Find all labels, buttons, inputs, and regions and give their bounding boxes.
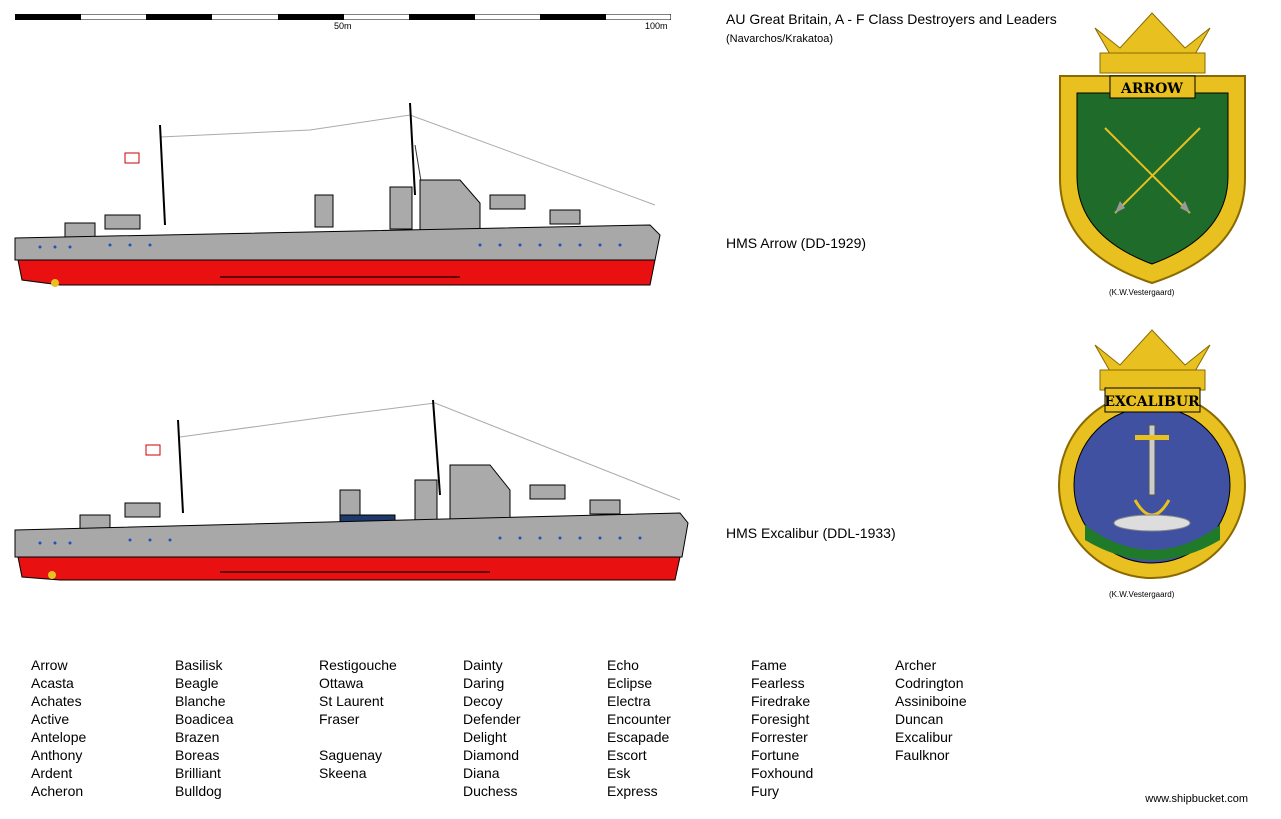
- name-cell: Forrester: [751, 729, 808, 745]
- name-cell: Codrington: [895, 675, 964, 691]
- name-cell: Eclipse: [607, 675, 653, 691]
- name-cell: Fraser: [319, 711, 360, 727]
- ship-profile-excalibur: [14, 399, 689, 581]
- crest-arrow-banner: ARROW: [1120, 81, 1183, 97]
- scale-bar: [15, 14, 671, 20]
- names-column-b: Basilisk Beagle Blanche Boadicea Brazen …: [175, 656, 315, 800]
- name-cell: Foxhound: [751, 765, 814, 781]
- scale-label-50m: 50m: [334, 21, 352, 31]
- name-cell: [895, 782, 1035, 800]
- name-cell: Electra: [607, 693, 651, 709]
- name-cell: Active: [31, 711, 70, 727]
- name-cell: Ottawa: [319, 675, 364, 691]
- names-column-leaders: Archer Codrington Assiniboine Duncan Exc…: [895, 656, 1035, 800]
- ship-profile-arrow: [14, 102, 661, 287]
- name-cell: Blanche: [175, 693, 226, 709]
- name-cell: Archer: [895, 657, 937, 673]
- name-cell: Esk: [607, 765, 631, 781]
- name-cell: Achates: [31, 693, 82, 709]
- crest-excalibur: EXCALIBUR: [1058, 329, 1246, 579]
- names-column-f: Fame Fearless Firedrake Foresight Forres…: [751, 656, 891, 800]
- name-cell: Brilliant: [175, 765, 221, 781]
- crest-excalibur-credit: (K.W.Vestergaard): [1109, 590, 1175, 599]
- name-cell: Duchess: [463, 783, 518, 799]
- name-cell: Firedrake: [751, 693, 811, 709]
- footer-site-link[interactable]: www.shipbucket.com: [1145, 793, 1248, 805]
- name-cell: [895, 764, 1035, 782]
- name-cell: Beagle: [175, 675, 219, 691]
- name-cell: Defender: [463, 711, 521, 727]
- name-cell: St Laurent: [319, 693, 384, 709]
- name-cell: Restigouche: [319, 657, 397, 673]
- names-column-a: Arrow Acasta Achates Active Antelope Ant…: [31, 656, 171, 800]
- name-cell: Diana: [463, 765, 500, 781]
- name-cell: Brazen: [175, 729, 220, 745]
- name-cell: Escort: [607, 747, 647, 763]
- name-cell: Duncan: [895, 711, 944, 727]
- name-cell: Faulknor: [895, 747, 950, 763]
- name-cell: Encounter: [607, 711, 671, 727]
- name-cell: Escapade: [607, 729, 670, 745]
- crest-excalibur-banner: EXCALIBUR: [1104, 394, 1200, 410]
- names-column-d: Dainty Daring Decoy Defender Delight Dia…: [463, 656, 603, 800]
- name-cell: Daring: [463, 675, 505, 691]
- crest-arrow: ARROW: [1059, 12, 1246, 285]
- name-cell: Skeena: [319, 765, 367, 781]
- name-cell: Foresight: [751, 711, 810, 727]
- name-cell: Decoy: [463, 693, 503, 709]
- name-cell: Fury: [751, 783, 779, 799]
- name-cell: Acheron: [31, 783, 84, 799]
- name-cell: Boreas: [175, 747, 220, 763]
- name-cell: Bulldog: [175, 783, 222, 799]
- name-cell: [319, 782, 459, 800]
- name-cell: Diamond: [463, 747, 520, 763]
- name-cell: Fame: [751, 657, 787, 673]
- name-cell: Arrow: [31, 657, 68, 673]
- name-cell: Fortune: [751, 747, 800, 763]
- name-cell: Assiniboine: [895, 693, 967, 709]
- name-cell: Antelope: [31, 729, 87, 745]
- names-column-c: Restigouche Ottawa St Laurent Fraser Sag…: [319, 656, 459, 800]
- ship-label-excalibur: HMS Excalibur (DDL-1933): [726, 525, 896, 541]
- name-cell: Acasta: [31, 675, 74, 691]
- name-cell: Express: [607, 783, 658, 799]
- name-cell: [319, 728, 459, 746]
- page-title: AU Great Britain, A - F Class Destroyers…: [726, 11, 1057, 27]
- name-cell: Excalibur: [895, 729, 953, 745]
- name-cell: Basilisk: [175, 657, 223, 673]
- ship-names-table: Arrow Acasta Achates Active Antelope Ant…: [31, 656, 1031, 806]
- names-column-e: Echo Eclipse Electra Encounter Escapade …: [607, 656, 747, 800]
- name-cell: Delight: [463, 729, 507, 745]
- crest-arrow-credit: (K.W.Vestergaard): [1109, 288, 1175, 297]
- name-cell: Echo: [607, 657, 639, 673]
- scale-label-100m: 100m: [645, 21, 668, 31]
- name-cell: Anthony: [31, 747, 83, 763]
- name-cell: Boadicea: [175, 711, 234, 727]
- page-subtitle: (Navarchos/Krakatoa): [726, 33, 833, 45]
- ship-label-arrow: HMS Arrow (DD-1929): [726, 235, 867, 251]
- name-cell: Ardent: [31, 765, 73, 781]
- name-cell: Fearless: [751, 675, 805, 691]
- name-cell: Saguenay: [319, 747, 383, 763]
- name-cell: Dainty: [463, 657, 503, 673]
